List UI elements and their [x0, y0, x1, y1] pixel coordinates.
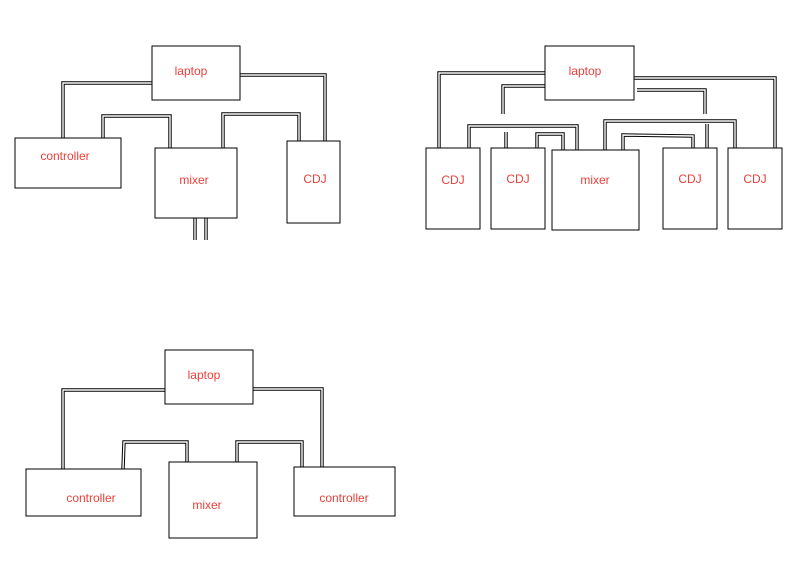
- cable-laptop-controller: [61, 81, 152, 138]
- device-label: controller: [66, 491, 115, 505]
- device-label: controller: [319, 491, 368, 505]
- device-mixer: mixer: [154, 147, 238, 219]
- device-label: CDJ: [743, 172, 766, 186]
- setup-2: laptop CDJ CDJ mixer CDJ CDJ: [425, 45, 783, 231]
- device-box: [151, 45, 241, 101]
- device-mixer: mixer: [551, 149, 640, 231]
- device-box: [25, 468, 142, 517]
- device-label: mixer: [192, 498, 221, 512]
- cable-laptop-cdj-4: [634, 76, 777, 148]
- device-box: [662, 147, 718, 230]
- cable-mixer-cdj-3: [621, 133, 695, 150]
- device-label: controller: [40, 149, 89, 163]
- device-label: laptop: [175, 64, 208, 78]
- cable-controller-mixer: [101, 114, 172, 148]
- cable-mixer-controller-right: [235, 440, 304, 467]
- device-controller-left: controller: [25, 468, 142, 517]
- device-label: CDJ: [303, 172, 326, 186]
- device-box: [14, 137, 122, 189]
- device-box: [544, 45, 635, 101]
- device-box: [425, 147, 481, 230]
- device-box: [551, 149, 640, 231]
- device-cdj-1: CDJ: [425, 147, 481, 230]
- cable-laptop-controller-right: [253, 387, 324, 467]
- device-label: laptop: [188, 368, 221, 382]
- device-label: mixer: [179, 173, 208, 187]
- cables: [61, 71, 777, 470]
- device-box: [168, 461, 258, 539]
- device-laptop: laptop: [151, 45, 241, 101]
- cable-controller-left-mixer: [121, 440, 189, 470]
- device-label: CDJ: [678, 172, 701, 186]
- cable-cdj-1-mixer: [467, 124, 579, 150]
- cable-laptop-controller-left: [61, 388, 165, 469]
- cable-mixer-cdj-4: [603, 119, 737, 150]
- mixer-output-cables: [193, 218, 208, 240]
- setup-1: laptop controller mixer CDJ: [14, 45, 341, 224]
- cable-cdj-2-mixer: [535, 132, 565, 150]
- device-label: CDJ: [441, 173, 464, 187]
- cable-laptop-branch-right: [637, 88, 707, 114]
- device-box: [293, 466, 396, 517]
- device-laptop: laptop: [164, 349, 254, 405]
- cable-laptop-cdj-1: [437, 71, 545, 148]
- device-cdj-3: CDJ: [662, 147, 718, 230]
- device-controller-right: controller: [293, 466, 396, 517]
- device-box: [490, 147, 546, 230]
- device-mixer: mixer: [168, 461, 258, 539]
- device-label: CDJ: [506, 172, 529, 186]
- setup-3: laptop controller mixer controller: [25, 349, 396, 539]
- device-label: laptop: [569, 64, 602, 78]
- device-box: [286, 140, 341, 224]
- device-laptop: laptop: [544, 45, 635, 101]
- device-controller: controller: [14, 137, 122, 189]
- device-box: [164, 349, 254, 405]
- cable-laptop-branch-left: [501, 84, 545, 114]
- cable-laptop-cdj: [240, 73, 327, 141]
- device-cdj-4: CDJ: [727, 147, 783, 230]
- device-cdj-2: CDJ: [490, 147, 546, 230]
- cable-mixer-cdj: [221, 112, 301, 148]
- device-box: [727, 147, 783, 230]
- device-label: mixer: [580, 173, 609, 187]
- device-cdj: CDJ: [286, 140, 341, 224]
- device-box: [154, 147, 238, 219]
